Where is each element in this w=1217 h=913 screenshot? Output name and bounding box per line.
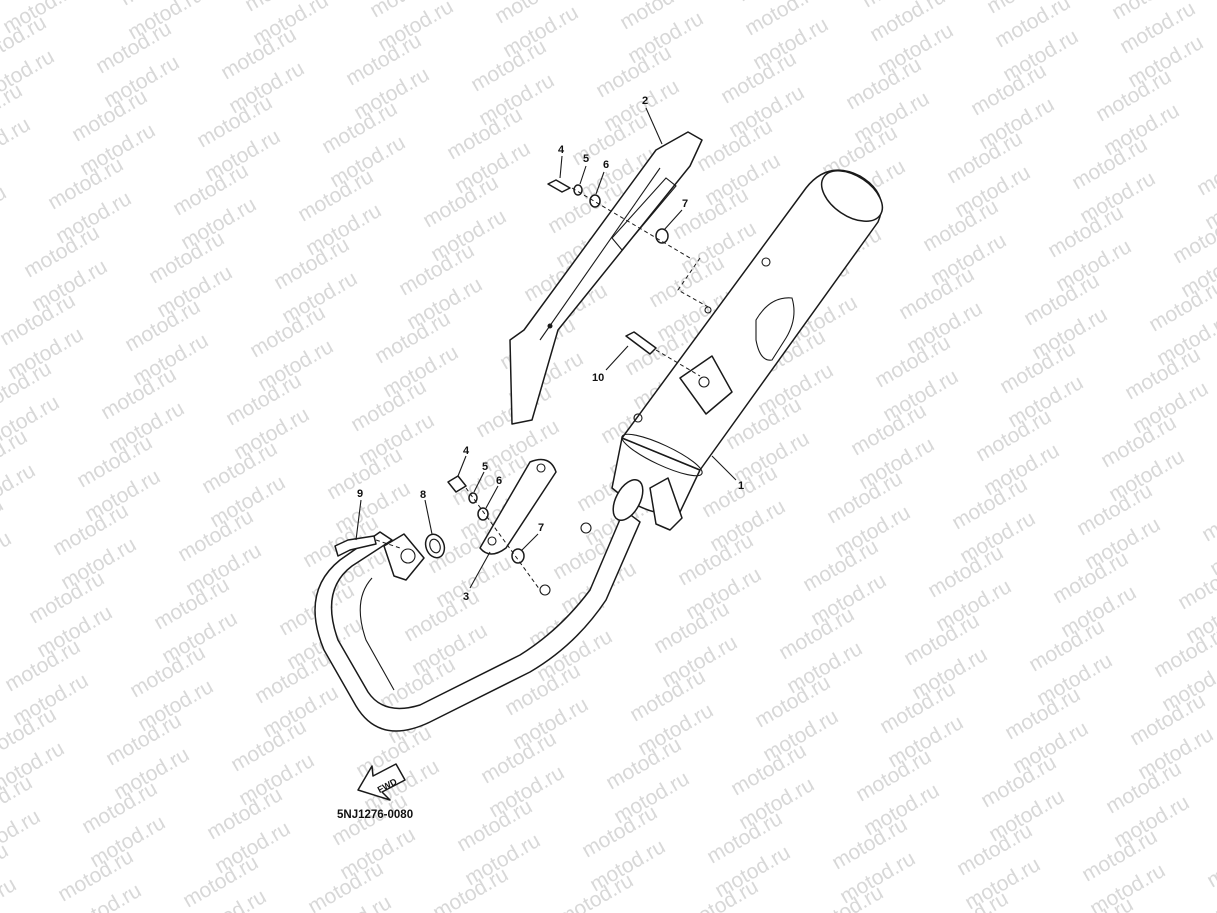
callout-6-lower: 6 [496,475,502,487]
muffler-boss-upper [761,257,771,267]
leader-9 [355,499,362,541]
muffler-mount-plate [679,355,733,415]
washer-6-lower [477,507,489,521]
leader-2 [645,107,663,145]
fasteners [334,179,669,564]
fwd-arrow-shape [357,763,406,801]
leader-lines [355,107,737,589]
pipe-boss-1 [580,522,592,534]
leader-1 [711,455,737,481]
watermark-text: motod.ru [1198,485,1217,546]
pipe-inner-line [359,577,395,691]
asm-line-upper-2 [677,257,711,309]
callout-7-lower: 7 [538,522,544,534]
stay-body [479,458,557,555]
muffler-cutout [755,297,795,361]
watermark-text: motod.ru [0,873,20,913]
callout-4-lower: 4 [463,445,470,457]
leader-4a [559,155,563,179]
asm-line-9 [375,539,401,549]
protector-2-rib [539,167,661,341]
leader-5a [579,165,587,185]
callout-3: 3 [463,591,469,603]
leader-8 [424,499,433,535]
cone-band [621,433,703,477]
asm-line-lower [465,487,541,591]
callout-6-upper: 6 [603,159,609,171]
callout-5-lower: 5 [482,461,488,473]
leader-5b [473,471,485,493]
leader-10 [605,345,629,371]
callout-1: 1 [738,480,744,492]
leader-6b [485,485,499,509]
upper-protector [509,131,703,425]
stay-hole-lower [487,536,497,546]
protector-2 [509,131,703,425]
leader-7b [521,533,539,551]
flange-port [400,548,416,564]
bolt-4-lower [447,475,467,493]
stay-hole-upper [536,463,546,473]
watermark-text: motod.ru [1193,139,1217,200]
bolt-4-upper [547,179,571,193]
muffler-end-cap [820,170,884,222]
exhaust-flange [383,533,425,581]
gasket-8-inner [429,538,441,554]
callout-5-upper: 5 [583,153,589,165]
leader-3 [469,551,491,589]
bolt-10 [625,331,657,355]
exhaust-pipe [314,509,641,732]
leader-4b [457,455,467,477]
callout-7-upper: 7 [682,198,688,210]
muffler-boss-lower [633,413,643,423]
pipe-boss-2 [539,584,551,596]
watermark-text: motod.ru [1203,831,1217,892]
callout-2: 2 [642,95,648,107]
watermark-text: motod.ru [0,113,34,174]
pipe-joint-ring [612,479,644,521]
protector-2-cutout [611,177,677,251]
muffler-assembly [314,169,884,732]
asm-line-upper-1 [571,187,691,259]
asm-line-10 [655,349,701,377]
bolt-9 [334,535,377,557]
nut-7-lower [511,548,525,564]
callouts: 1 2 3 4 5 6 7 4 5 6 7 8 9 10 [357,95,744,603]
mount-plate-hole [698,376,710,388]
nut-7-upper [655,228,669,244]
callout-9: 9 [357,488,363,500]
stay-3 [479,458,557,555]
muffler-bracket [649,477,683,531]
callout-4-upper: 4 [558,144,565,156]
assembly-lines [375,187,711,591]
washer-6-upper [589,194,601,208]
gasket-8 [424,533,446,559]
leader-7a [663,209,683,231]
callout-8: 8 [420,489,426,501]
leader-6a [595,171,605,195]
callout-10: 10 [592,372,604,384]
protector-2-hole [547,323,553,329]
watermark-text: motod.ru [0,527,15,588]
diagram-part-code: 5NJ1276-0080 [337,809,413,821]
watermark-text: motod.ru [0,181,10,242]
